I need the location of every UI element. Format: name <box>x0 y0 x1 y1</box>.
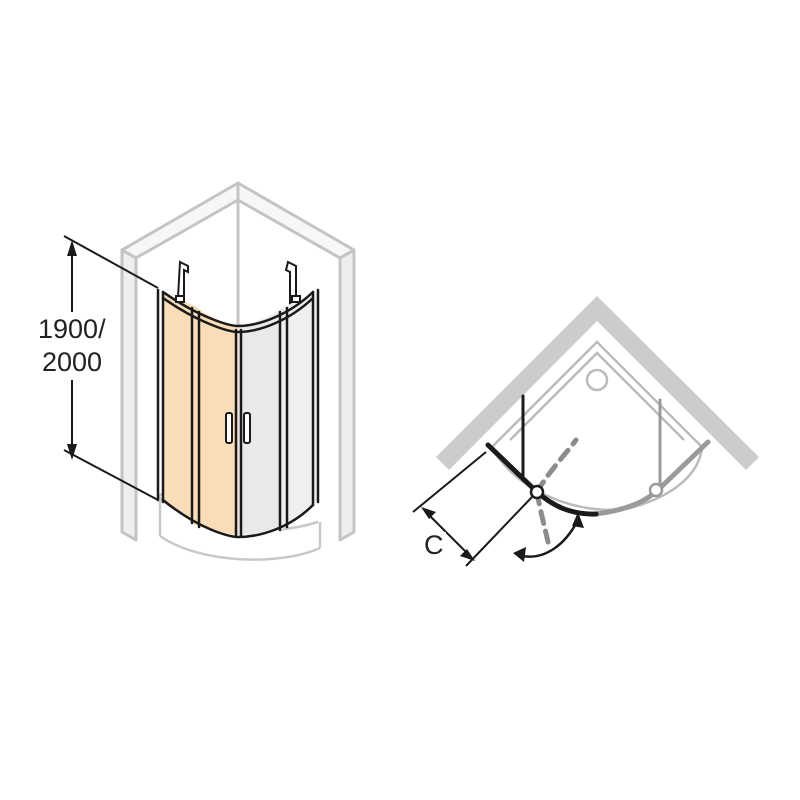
hinge-pivot-icon <box>648 482 664 498</box>
door-glass-left <box>195 306 238 535</box>
wall-bracket-icon <box>175 260 189 303</box>
enclosure-frame <box>156 288 320 539</box>
door-handle-icon <box>225 412 251 444</box>
c-label-bg <box>422 532 446 560</box>
wall-bracket-icon <box>284 260 301 305</box>
height-label-line1: 1900/ <box>38 314 106 344</box>
right-panel-glass <box>282 292 318 530</box>
perspective-view: 1900/ 2000 <box>36 181 356 561</box>
shower-drain-icon <box>585 368 609 392</box>
plan-view: C <box>412 296 759 567</box>
door-glass-right <box>238 308 282 535</box>
plan-right-panels <box>593 398 711 517</box>
height-label-bg <box>36 312 108 380</box>
fixed-panel-glass <box>162 292 195 525</box>
c-dimension <box>412 451 533 567</box>
c-label: C <box>424 530 444 560</box>
plan-corner-walls <box>436 296 759 470</box>
height-label-line2: 2000 <box>42 347 102 377</box>
hinge-pivot-icon <box>529 484 545 500</box>
